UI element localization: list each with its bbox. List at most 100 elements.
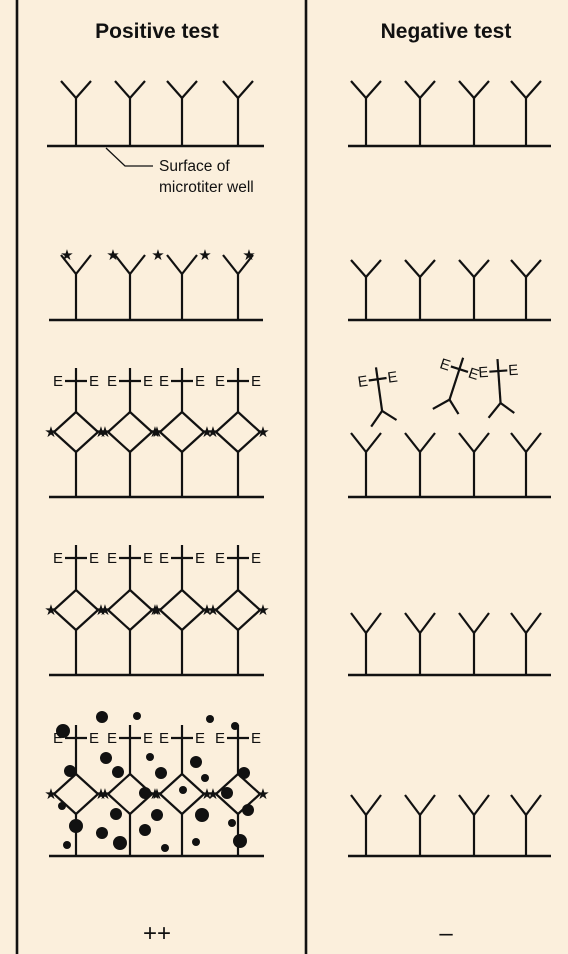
row4-positive-complex-4-arm-left xyxy=(215,609,239,631)
row4-positive-complex-4-marker-left: ★ xyxy=(206,602,219,619)
row3-negative-floating-antibody-2-segment xyxy=(432,398,451,410)
row4-positive-complex-2-enzyme-left: E xyxy=(107,550,117,567)
annotation-line-1: Surface of xyxy=(159,158,230,175)
row1-negative-antibody-3-arm-right xyxy=(473,80,490,99)
row3-negative-floating-antibody-3-segment xyxy=(487,402,502,419)
row5-positive-complex-1-arm-right xyxy=(75,793,99,815)
row5-positive-colored-product-13 xyxy=(201,774,209,782)
row4-positive-complex-2-marker-right: ★ xyxy=(148,602,161,619)
row5-positive-complex-1-enzyme-left: E xyxy=(53,730,63,747)
row5-positive-complex-4-marker-left: ★ xyxy=(206,786,219,803)
row5-positive-complex-3-enzyme-left: E xyxy=(159,730,169,747)
row3-positive-complex-3-arm-right xyxy=(181,431,205,453)
row2-positive-antibody-2-arm-left xyxy=(114,254,131,275)
row3-positive-complex-4-arm-right xyxy=(237,431,261,453)
row5-positive-colored-product-26 xyxy=(113,836,127,850)
row4-negative-antibody-4-arm-right xyxy=(525,612,542,634)
row4-positive-complex-4-arm-right xyxy=(237,609,261,631)
row3-positive-complex-2-arm-right xyxy=(129,431,153,453)
row4-negative-antibody-1-arm-right xyxy=(365,612,382,634)
row3-positive-complex-2-arm-left xyxy=(107,431,131,453)
row5-positive-complex-4-arm-right xyxy=(237,793,261,815)
row3-negative-floating-antibody-3-enzyme: E xyxy=(508,362,519,380)
row5-positive-complex-1-enzyme-right: E xyxy=(89,730,99,747)
row2-negative-antibody-2-arm-left xyxy=(404,259,421,278)
row2-negative-antibody-3-arm-right xyxy=(473,259,490,278)
row5-positive-complex-4-upper-left xyxy=(215,773,239,795)
row4-positive-complex-1-marker-left: ★ xyxy=(44,602,57,619)
row1-positive-antibody-4-arm-left xyxy=(222,80,239,99)
row3-positive-complex-1-arm-right xyxy=(75,431,99,453)
negative-result: – xyxy=(439,920,453,947)
row4-positive-complex-1-arm-left xyxy=(53,609,77,631)
row5-positive-colored-product-11 xyxy=(112,766,124,778)
row4-positive-complex-2-marker-left: ★ xyxy=(98,602,111,619)
row5-positive-colored-product-1 xyxy=(56,724,70,738)
row2-positive-antibody-1-arm-right xyxy=(75,254,92,275)
row1-positive-antibody-4-arm-right xyxy=(237,80,254,99)
row4-positive-complex-2-upper-left xyxy=(107,589,131,611)
row5-positive-complex-3-enzyme-right: E xyxy=(195,730,205,747)
row5-positive-complex-3-arm-left xyxy=(159,793,183,815)
row5-positive-complex-3-marker-right: ★ xyxy=(200,786,213,803)
row3-negative-floating-antibody-2-enzyme: E xyxy=(438,355,453,374)
row3-positive-complex-1-marker-left: ★ xyxy=(44,424,57,441)
row2-positive-antibody-4-arm-right xyxy=(237,254,254,275)
row1-negative-antibody-1-arm-left xyxy=(350,80,367,99)
row5-positive-complex-4-marker-right: ★ xyxy=(256,786,269,803)
row4-negative-antibody-2-arm-left xyxy=(404,612,421,634)
row5-negative-antibody-2-arm-left xyxy=(404,794,421,816)
annotation-leader-line xyxy=(105,147,153,167)
row1-negative-antibody-1-arm-right xyxy=(365,80,382,99)
row4-positive-complex-4-enzyme-left: E xyxy=(215,550,225,567)
row5-positive-complex-4-arm-left xyxy=(215,793,239,815)
row5-positive-colored-product-28 xyxy=(233,834,247,848)
row2-positive-antibody-1-arm-left xyxy=(60,254,77,275)
row5-positive-complex-2-arm-left xyxy=(107,793,131,815)
row5-positive-colored-product-8 xyxy=(190,756,202,768)
row5-negative-antibody-1-arm-right xyxy=(365,794,382,816)
row3-positive-complex-1-enzyme-right: E xyxy=(89,373,99,390)
row5-positive-colored-product-20 xyxy=(110,808,122,820)
row3-negative-floating-antibody-3-segment xyxy=(499,402,515,414)
row5-positive-complex-3-upper-right xyxy=(181,773,205,795)
row5-negative-antibody-1-arm-left xyxy=(350,794,367,816)
row2-positive-antibody-3-arm-right xyxy=(181,254,198,275)
row5-negative-antibody-4-arm-right xyxy=(525,794,542,816)
row4-positive-complex-3-arm-left xyxy=(159,609,183,631)
row4-positive-complex-4-upper-right xyxy=(237,589,261,611)
row4-positive-complex-1-enzyme-left: E xyxy=(53,550,63,567)
row1-positive-antibody-1-arm-left xyxy=(60,80,77,99)
row3-positive-complex-1-upper-right xyxy=(75,411,99,433)
row3-positive-complex-3-upper-left xyxy=(159,411,183,433)
row1-positive-antibody-3-arm-right xyxy=(181,80,198,99)
row5-positive-colored-product-14 xyxy=(139,787,151,799)
row4-positive-complex-3-arm-right xyxy=(181,609,205,631)
row5-positive-colored-product-23 xyxy=(228,819,236,827)
row4-positive-complex-3-enzyme-right: E xyxy=(195,550,205,567)
row4-positive-complex-4-upper-left xyxy=(215,589,239,611)
row4-positive-complex-2-arm-left xyxy=(107,609,131,631)
row1-negative-antibody-4-arm-left xyxy=(510,80,527,99)
row3-positive-complex-3-enzyme-right: E xyxy=(195,373,205,390)
row2-negative-antibody-1-arm-left xyxy=(350,259,367,278)
row3-negative-floating-antibody-3-segment xyxy=(489,369,508,373)
row5-positive-colored-product-22 xyxy=(195,808,209,822)
row4-negative-antibody-2-arm-right xyxy=(419,612,436,634)
row5-positive-colored-product-16 xyxy=(221,787,233,799)
row3-positive-complex-3-arm-left xyxy=(159,431,183,453)
row3-positive-complex-2-upper-left xyxy=(107,411,131,433)
row5-positive-complex-1-marker-left: ★ xyxy=(44,786,57,803)
row5-negative-antibody-3-arm-left xyxy=(458,794,475,816)
row5-positive-colored-product-4 xyxy=(206,715,214,723)
row2-positive-marker-2: ★ xyxy=(106,247,119,264)
row5-positive-colored-product-21 xyxy=(151,809,163,821)
row5-positive-complex-4-enzyme-right: E xyxy=(251,730,261,747)
row3-positive-complex-3-marker-left: ★ xyxy=(150,424,163,441)
row4-positive-complex-3-enzyme-left: E xyxy=(159,550,169,567)
row3-negative-floating-antibody-1-segment xyxy=(381,409,398,421)
row3-negative-floating-antibody-1-segment xyxy=(374,367,384,412)
row1-positive-antibody-2-arm-left xyxy=(114,80,131,99)
row3-positive-complex-3-upper-right xyxy=(181,411,205,433)
row1-negative-antibody-2-arm-left xyxy=(404,80,421,99)
